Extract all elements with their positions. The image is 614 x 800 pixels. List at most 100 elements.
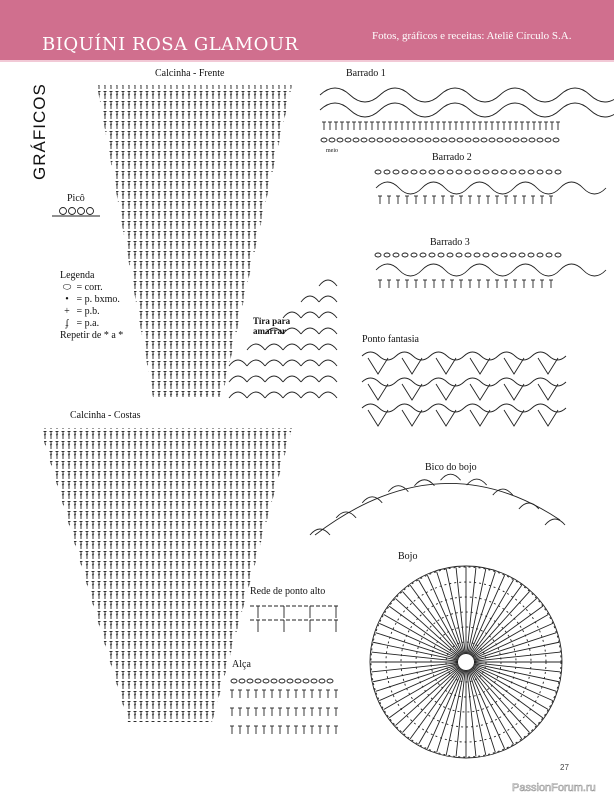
bojo-chart (388, 666, 460, 719)
tira-para-amarrar-chart (318, 279, 338, 287)
tira-para-amarrar-chart (246, 375, 266, 383)
label-ponto-fantasia: Ponto fantasia (362, 334, 419, 345)
bojo-chart (466, 669, 477, 757)
legend-repeat: Repetir de * a * (60, 330, 124, 341)
tira-para-amarrar-chart (228, 375, 248, 383)
barrado-3-chart (527, 252, 535, 258)
legend-text: = p.a. (76, 318, 100, 329)
tira-para-amarrar-chart (300, 327, 320, 335)
bojo-chart (466, 567, 477, 655)
barrado-3-chart (464, 252, 472, 258)
page-number: 27 (560, 763, 569, 772)
ponto-fantasia-chart (401, 383, 423, 401)
bico-do-bojo-chart (466, 478, 488, 486)
alca-chart (270, 678, 278, 684)
ponto-fantasia-chart (367, 409, 389, 427)
bojo-chart (473, 632, 557, 660)
barrado-1-chart (528, 137, 536, 143)
tira-para-amarrar-chart (318, 295, 338, 303)
barrado-2-chart (437, 169, 445, 175)
bojo-chart (436, 571, 464, 655)
barrado-1-chart (424, 137, 432, 143)
barrado-3-chart (375, 263, 607, 277)
pico-chart (68, 207, 76, 215)
bojo-chart (469, 668, 514, 745)
bojo-chart (383, 614, 460, 659)
bojo-chart (470, 584, 523, 656)
barrado-1-chart (544, 137, 552, 143)
barrado-1-chart (512, 137, 520, 143)
barrado-1-chart (328, 137, 336, 143)
barrado-3-chart (500, 252, 508, 258)
alca-chart (254, 678, 262, 684)
ponto-fantasia-chart (367, 357, 389, 375)
pico-chart (86, 207, 94, 215)
bojo-chart (473, 622, 553, 660)
barrado-3-chart (518, 252, 526, 258)
barrado-1-chart (504, 137, 512, 143)
bojo-chart (371, 662, 459, 673)
legend-text: = corr. (76, 282, 103, 293)
bojo-chart (426, 575, 464, 655)
barrado-1-chart (520, 137, 528, 143)
bojo-chart (383, 665, 460, 710)
legend-item: ʄ = p.a. (60, 318, 123, 330)
barrado-1-chart (464, 137, 472, 143)
bojo-chart (445, 641, 487, 683)
label-barrado-3: Barrado 3 (430, 237, 470, 248)
bojo-chart (436, 669, 464, 753)
tira-para-amarrar-chart (282, 327, 302, 335)
pico-chart (77, 207, 85, 215)
barrado-1-chart (536, 137, 544, 143)
bojo-chart (402, 667, 461, 733)
barrado-1-chart (320, 137, 328, 143)
bico-do-bojo-chart (335, 511, 357, 519)
barrado-2-chart (473, 169, 481, 175)
barrado-1-chart (480, 137, 488, 143)
bico-do-bojo-chart (309, 528, 331, 536)
barrado-3-chart (437, 252, 445, 258)
bojo-chart (467, 669, 487, 756)
tira-para-amarrar-chart (318, 311, 338, 319)
bojo-chart (467, 568, 487, 655)
bojo-chart (375, 632, 459, 660)
ponto-fantasia-chart (361, 403, 567, 413)
tira-para-amarrar-chart (246, 343, 266, 351)
legend: Legenda ⬭ = corr. • = p. bxmo. + = p.b. … (60, 270, 123, 342)
barrado-1-chart (319, 102, 614, 118)
barrado-2-chart (545, 169, 553, 175)
barrado-2-chart (509, 169, 517, 175)
alca-chart (278, 678, 286, 684)
barrado-1-chart (408, 137, 416, 143)
watermark: PassionForum.ru (512, 782, 596, 795)
barrado-2-chart (392, 169, 400, 175)
bico-do-bojo-chart (440, 473, 461, 481)
label-barrado-1: Barrado 1 (346, 68, 386, 79)
header-banner: BIQUÍNI ROSA GLAMOUR Fotos, gráficos e r… (0, 0, 614, 62)
tira-para-amarrar-chart (300, 295, 320, 303)
bojo-chart (395, 667, 461, 726)
label-tira-para-amarrar: Tira para amarrar (253, 316, 290, 336)
barrado-3-chart (482, 252, 490, 258)
label-alca: Alça (232, 659, 251, 670)
tira-para-amarrar-chart (300, 311, 320, 319)
bojo-chart (468, 571, 496, 655)
alca-chart (246, 678, 254, 684)
barrado-2-chart (455, 169, 463, 175)
barrado-2-chart (527, 169, 535, 175)
barrado-3-chart (473, 252, 481, 258)
double-crochet-icon: ʄ (65, 318, 69, 329)
alca-chart (286, 678, 294, 684)
ponto-fantasia-chart (469, 357, 491, 375)
tira-line-2: amarrar (253, 326, 286, 336)
barrado-1-chart (368, 137, 376, 143)
barrado-1-chart (496, 137, 504, 143)
legend-text: = p.b. (76, 306, 100, 317)
bojo-chart (472, 666, 544, 719)
bojo-chart (455, 567, 466, 655)
tira-para-amarrar-chart (246, 391, 266, 399)
bojo-chart (468, 575, 506, 655)
tira-para-amarrar-chart (282, 343, 302, 351)
bojo-chart (445, 568, 465, 655)
